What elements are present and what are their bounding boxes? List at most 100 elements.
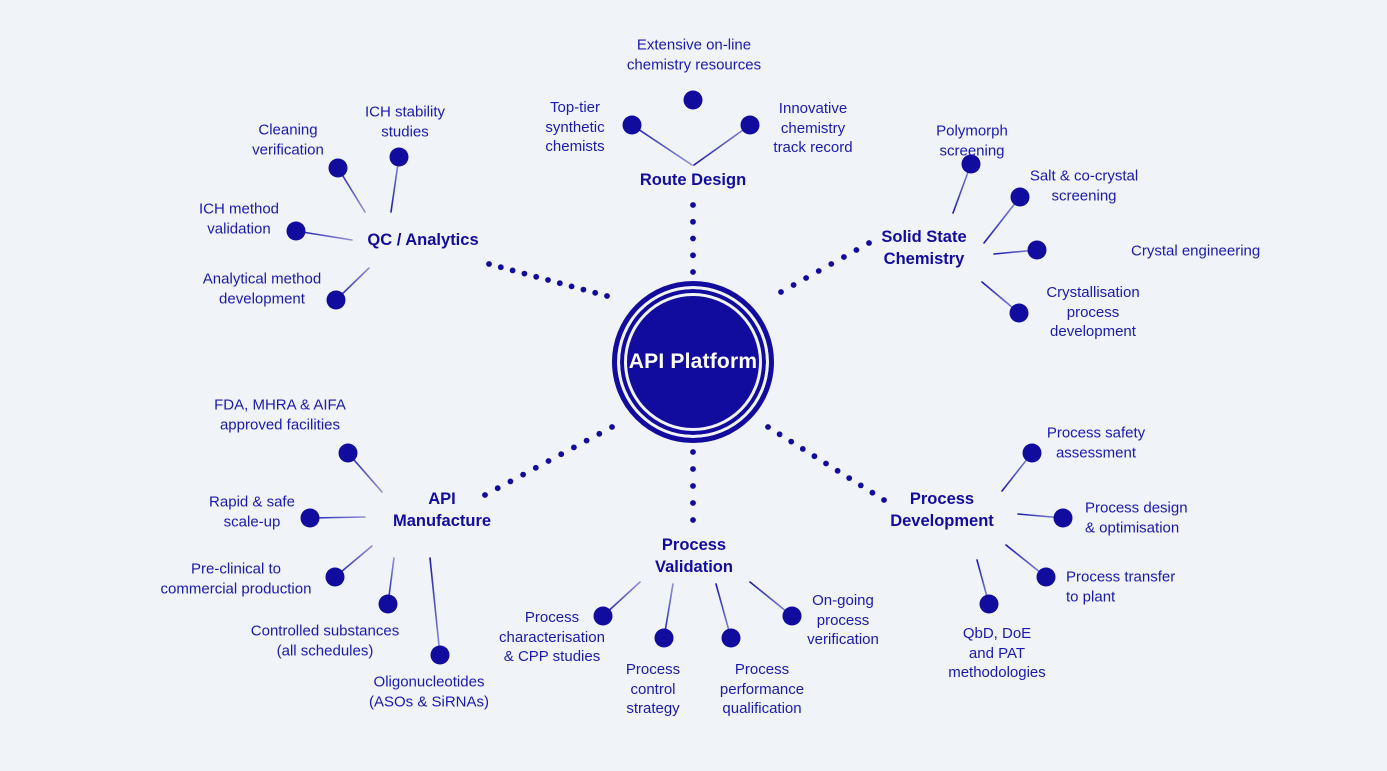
spoke-dot-api-manufacture [532,464,539,471]
node-label-route-design-1[interactable]: Extensive on-line chemistry resources [626,36,762,74]
node-dot-solid-state-chemistry-2[interactable] [1027,240,1047,260]
node-dot-process-development-3[interactable] [979,594,999,614]
cluster-title-route-design[interactable]: Route Design [639,171,747,190]
spoke-dot-solid-state-chemistry [828,261,835,267]
spoke-dot-process-development [834,467,841,474]
node-label-api-manufacture-4[interactable]: Oligonucleotides (ASOs & SiRNAs) [368,673,490,711]
node-dot-qc-analytics-3[interactable] [326,290,346,310]
node-label-route-design-0[interactable]: Top-tier synthetic chemists [545,98,605,155]
node-label-qc-analytics-1[interactable]: ICH stability studies [364,103,446,141]
connector-line-api-manufacture-1 [309,516,366,519]
node-dot-solid-state-chemistry-1[interactable] [1010,187,1030,207]
connector-line-process-validation-2 [715,583,732,639]
node-label-process-development-2[interactable]: Process transfer to plant [1066,568,1176,606]
node-dot-qc-analytics-2[interactable] [286,221,306,241]
connector-line-solid-state-chemistry-3 [981,281,1020,314]
node-label-process-development-1[interactable]: Process design & optimisation [1085,499,1188,537]
connector-line-process-validation-0 [602,581,641,617]
node-dot-api-manufacture-0[interactable] [338,443,358,463]
cluster-title-process-validation[interactable]: Process Validation [655,536,733,576]
spoke-dot-api-manufacture [507,478,514,485]
spoke-dot-process-development [846,475,853,481]
node-dot-api-manufacture-1[interactable] [300,508,320,528]
node-dot-route-design-1[interactable] [683,90,703,110]
spoke-dot-process-validation [690,517,696,523]
spoke-dot-qc-analytics [533,273,540,280]
cluster-title-qc-analytics[interactable]: QC / Analytics [367,231,479,250]
spoke-dot-qc-analytics [556,280,563,287]
connector-line-qc-analytics-0 [337,167,366,213]
spoke-dot-api-manufacture [583,437,590,444]
node-label-qc-analytics-3[interactable]: Analytical method development [202,270,322,308]
node-label-process-development-0[interactable]: Process safety assessment [1046,424,1146,462]
spoke-dot-route-design [690,218,696,225]
connector-line-solid-state-chemistry-2 [993,249,1038,255]
connector-line-api-manufacture-4 [429,557,441,656]
node-label-api-manufacture-0[interactable]: FDA, MHRA & AIFA approved facilities [214,396,346,434]
spoke-dot-solid-state-chemistry [790,282,797,288]
spoke-dot-api-manufacture [545,458,552,464]
spoke-dot-solid-state-chemistry [778,289,784,295]
cluster-title-api-manufacture[interactable]: API Manufacture [392,490,492,530]
connector-line-process-development-3 [976,559,990,605]
connector-line-process-development-2 [1005,544,1047,578]
spoke-dot-route-design [690,269,696,275]
spoke-dot-route-design [690,235,696,242]
spoke-dot-qc-analytics [604,293,610,299]
spoke-dot-qc-analytics [509,267,516,274]
node-label-solid-state-chemistry-0[interactable]: Polymorph screening [936,122,1008,160]
connector-line-route-design-0 [631,124,693,166]
node-label-qc-analytics-0[interactable]: Cleaning verification [252,121,324,159]
node-label-process-validation-2[interactable]: Process performance qualification [719,660,805,717]
node-dot-api-manufacture-2[interactable] [325,567,345,587]
node-dot-qc-analytics-0[interactable] [328,158,348,178]
node-dot-api-manufacture-3[interactable] [378,594,398,614]
spoke-dot-api-manufacture [596,430,603,437]
spoke-dot-process-development [857,482,864,489]
node-label-api-manufacture-2[interactable]: Pre-clinical to commercial production [160,560,312,598]
node-label-solid-state-chemistry-3[interactable]: Crystallisation process development [1046,283,1140,340]
node-dot-process-development-2[interactable] [1036,567,1056,587]
node-dot-process-validation-1[interactable] [654,628,674,648]
hub-circle[interactable]: API Platform [612,281,774,443]
node-label-process-validation-0[interactable]: Process characterisation & CPP studies [499,608,605,665]
node-dot-process-validation-3[interactable] [782,606,802,626]
cluster-title-solid-state-chemistry[interactable]: Solid State Chemistry [881,228,967,268]
node-dot-process-development-1[interactable] [1053,508,1073,528]
node-label-qc-analytics-2[interactable]: ICH method validation [198,200,280,238]
node-dot-process-validation-2[interactable] [721,628,741,648]
node-dot-route-design-0[interactable] [622,115,642,135]
spoke-dot-api-manufacture [558,451,565,458]
connector-line-api-manufacture-2 [334,545,373,578]
connector-line-process-development-1 [1017,513,1064,519]
spoke-dot-route-design [690,202,696,208]
spoke-dot-solid-state-chemistry [866,240,872,246]
node-label-api-manufacture-1[interactable]: Rapid & safe scale-up [209,493,295,531]
connector-line-process-validation-1 [663,583,674,639]
spoke-dot-api-manufacture [520,471,526,478]
spoke-dot-api-manufacture [494,485,501,492]
node-label-solid-state-chemistry-2[interactable]: Crystal engineering [1131,242,1261,260]
hub-label: API Platform [628,349,758,373]
connector-line-process-development-0 [1001,452,1033,492]
cluster-title-process-development[interactable]: Process Development [890,490,994,530]
connector-line-qc-analytics-2 [295,230,353,241]
spoke-dot-qc-analytics [545,277,551,283]
node-label-api-manufacture-3[interactable]: Controlled substances (all schedules) [250,622,400,660]
node-label-solid-state-chemistry-1[interactable]: Salt & co-crystal screening [1029,167,1139,205]
spoke-dot-process-development [869,489,876,496]
node-label-process-development-3[interactable]: QbD, DoE and PAT methodologies [948,624,1046,681]
spoke-dot-api-manufacture [609,424,615,430]
node-dot-route-design-2[interactable] [740,115,760,135]
spoke-dot-qc-analytics [568,283,575,290]
node-dot-qc-analytics-1[interactable] [389,147,409,167]
connector-line-process-validation-3 [749,581,793,617]
node-dot-solid-state-chemistry-3[interactable] [1009,303,1029,323]
connector-line-route-design-2 [693,124,751,166]
node-dot-api-manufacture-4[interactable] [430,645,450,665]
node-label-process-validation-1[interactable]: Process control strategy [625,660,681,717]
node-dot-process-development-0[interactable] [1022,443,1042,463]
node-label-route-design-2[interactable]: Innovative chemistry track record [773,99,853,156]
spoke-dot-process-development [881,497,887,503]
node-label-process-validation-3[interactable]: On-going process verification [807,591,879,648]
